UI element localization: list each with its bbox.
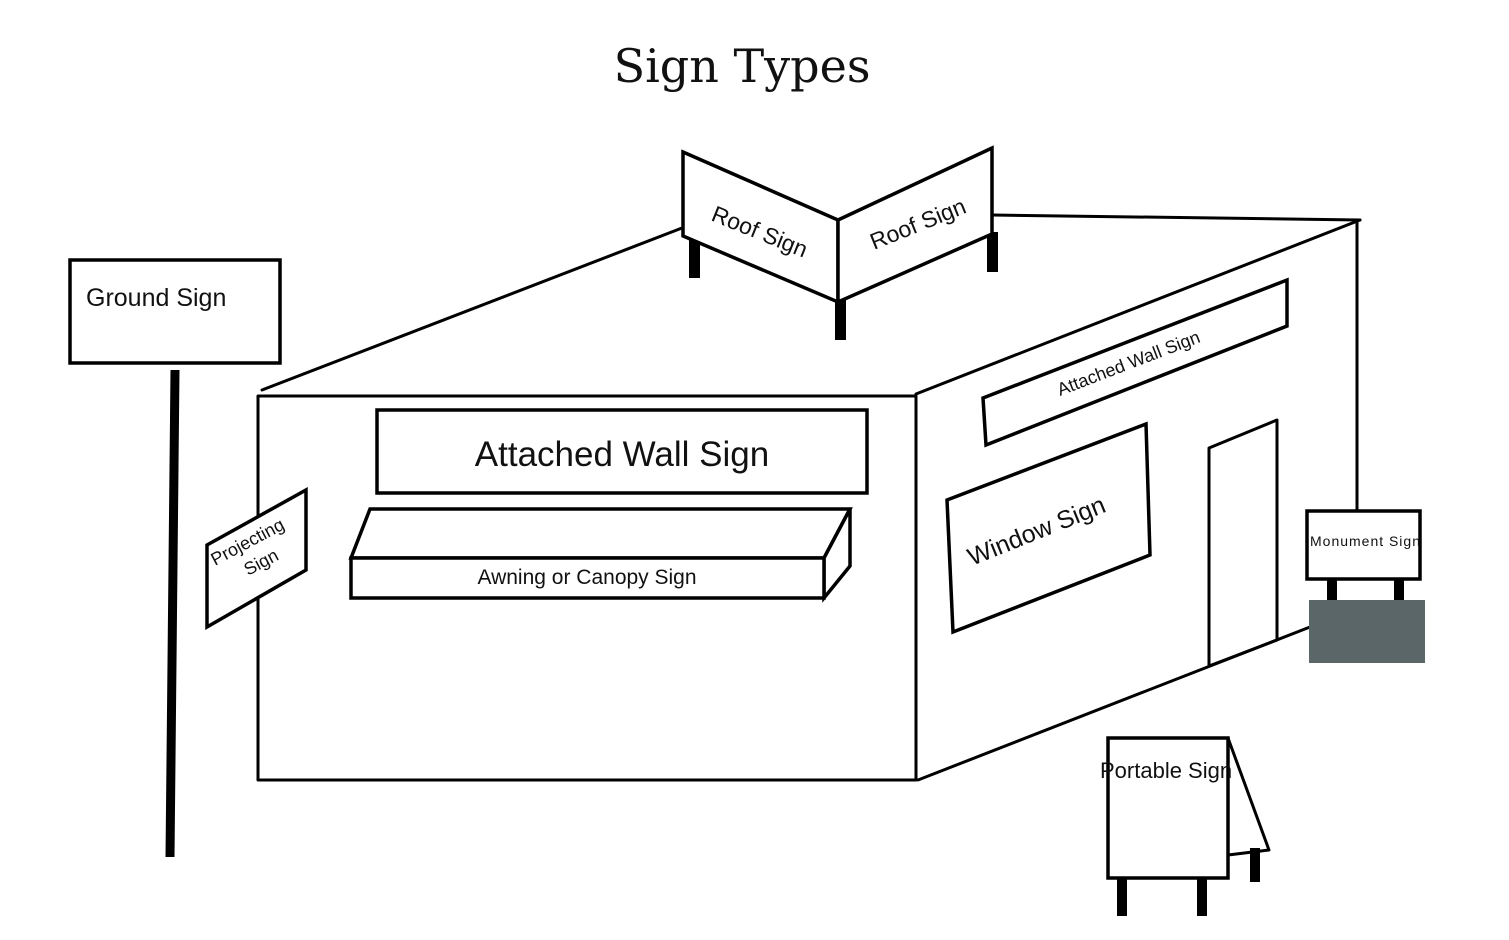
portable-sign-leg-left xyxy=(1117,878,1127,916)
portable-sign-stand xyxy=(1226,736,1271,857)
monument-sign-label: Monument Sign xyxy=(1310,533,1420,549)
awning-front-face xyxy=(349,556,826,600)
awning-top-face xyxy=(348,507,853,560)
projecting-sign: Projecting Sign xyxy=(205,487,308,631)
roof-sign-post-center xyxy=(835,300,846,340)
monument-sign-base xyxy=(1309,600,1425,663)
attached-wall-sign-front-label: Attached Wall Sign xyxy=(475,435,769,474)
roof-sign-group: Roof Sign Roof Sign xyxy=(681,145,998,340)
portable-sign-leg-right xyxy=(1197,878,1207,916)
attached-wall-sign-front-panel xyxy=(375,408,869,495)
roof-sign-post-right xyxy=(987,232,998,272)
attached-wall-sign-side: Attached Wall Sign xyxy=(981,277,1289,448)
door xyxy=(1207,418,1279,668)
roof-edge-right xyxy=(914,218,1362,396)
attached-wall-sign-side-panel xyxy=(981,277,1289,448)
roof-edge-back xyxy=(990,213,1362,222)
awning-sign-label: Awning or Canopy Sign xyxy=(477,566,696,589)
portable-sign-leg-back xyxy=(1250,848,1260,882)
monument-sign-panel xyxy=(1305,509,1422,581)
window-sign: Window Sign xyxy=(945,421,1152,635)
roof-sign-post-left xyxy=(689,238,700,278)
roof-edge-left xyxy=(260,226,684,392)
ground-sign-panel xyxy=(68,258,282,365)
portable-sign: Portable Sign xyxy=(1100,736,1271,916)
window-sign-panel xyxy=(945,421,1152,635)
awning-sign: Awning or Canopy Sign xyxy=(348,507,853,603)
ground-sign: Ground Sign xyxy=(68,258,282,858)
ground-sign-label: Ground Sign xyxy=(86,284,226,312)
monument-sign: Monument Sign xyxy=(1305,509,1425,663)
roof-sign-right-panel xyxy=(836,145,994,305)
ground-sign-pole xyxy=(165,369,180,858)
building xyxy=(256,213,1362,782)
monument-sign-post-left xyxy=(1327,578,1337,602)
monument-sign-post-right xyxy=(1394,578,1404,602)
attached-wall-sign-front: Attached Wall Sign xyxy=(375,408,869,495)
building-front-wall xyxy=(256,394,918,782)
door-outline xyxy=(1207,418,1279,668)
portable-sign-label: Portable Sign xyxy=(1100,758,1232,783)
diagram-title: Sign Types xyxy=(614,39,871,93)
projecting-sign-panel xyxy=(205,487,308,631)
portable-sign-panel xyxy=(1106,736,1230,880)
